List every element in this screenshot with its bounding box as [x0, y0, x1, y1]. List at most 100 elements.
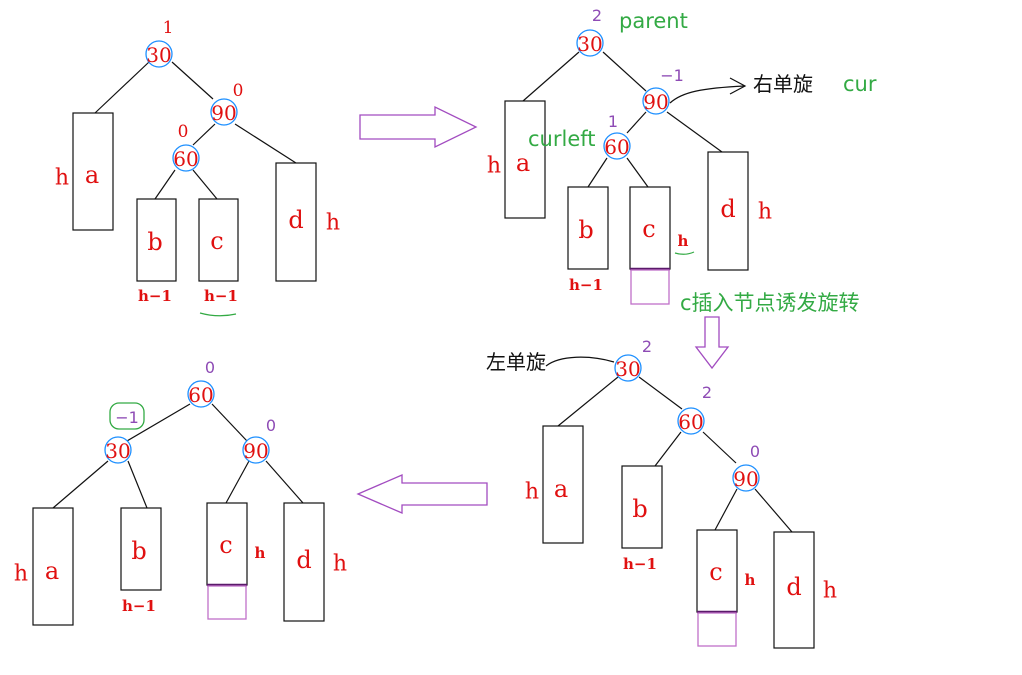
subtree-c-label: c [210, 227, 223, 255]
subtree-d-label: d [296, 546, 311, 574]
subtree-d-label: d [288, 206, 303, 234]
subtree-b-label: b [578, 216, 593, 244]
height-c: h [745, 571, 756, 589]
subtree-b-box [621, 465, 663, 549]
panel-4: 60 30 90 0 −1 0 a b c d h h−1 h h [14, 358, 347, 626]
svg-text:30: 30 [615, 357, 640, 381]
balance-60: 0 [205, 358, 215, 377]
subtree-c-label: c [219, 531, 232, 559]
subtree-b-box [120, 507, 162, 591]
node-60: 60 [187, 380, 215, 408]
inserted-node-box [630, 269, 670, 305]
subtree-d-box [275, 162, 317, 282]
balance-60: 0 [178, 122, 189, 142]
parent-label: parent [619, 9, 688, 33]
node-60: 60 [677, 407, 705, 435]
height-b: h−1 [569, 276, 603, 294]
inserted-node-box [207, 585, 247, 620]
svg-text:30: 30 [146, 43, 171, 67]
subtree-c-label: c [709, 558, 722, 586]
underline-mark [674, 251, 695, 255]
height-c: h−1 [204, 287, 238, 305]
balance-30: 2 [592, 6, 602, 25]
arrow-right [359, 105, 478, 149]
subtree-d-box [773, 531, 815, 649]
subtree-a-label: a [516, 149, 530, 177]
panel-1: 30 90 60 1 0 0 a b c d h h h−1 h−1 [55, 18, 340, 317]
subtree-c-label: c [642, 215, 655, 243]
svg-text:90: 90 [243, 439, 268, 463]
node-30: 30 [145, 40, 173, 68]
balance-90: −1 [660, 66, 684, 85]
node-30: 30 [614, 354, 642, 382]
arrow-down [694, 316, 730, 370]
svg-text:60: 60 [173, 147, 198, 171]
balance-90: 0 [233, 81, 244, 101]
underline-mark [199, 312, 237, 317]
subtree-a-box [504, 100, 546, 219]
subtree-d-box [283, 502, 325, 622]
inserted-node-box [697, 612, 737, 647]
subtree-d-label: d [720, 195, 735, 223]
subtree-b-label: b [147, 228, 162, 256]
node-30: 30 [576, 29, 604, 57]
height-a: h [525, 480, 539, 505]
node-90: 90 [210, 98, 238, 126]
subtree-b-label: b [131, 537, 146, 565]
node-90: 90 [242, 436, 270, 464]
panel-2: 30 90 60 2 −1 1 parent curleft cur 右单旋 a… [487, 6, 877, 305]
balance-30: 1 [163, 18, 174, 38]
curved-pointer [545, 356, 615, 367]
subtree-d-label: d [786, 573, 801, 601]
balance-60: 2 [702, 383, 712, 402]
subtree-a-box [32, 507, 74, 626]
highlight-ring [109, 402, 145, 430]
curved-arrow-head [729, 77, 747, 95]
height-a: h [487, 154, 501, 179]
rotate-right-label: 右单旋 [753, 72, 813, 96]
cur-label: cur [843, 72, 877, 96]
subtree-b-box [567, 186, 609, 270]
caption-insert-triggers-rotation: c插入节点诱发旋转 [680, 291, 860, 315]
balance-90: 0 [750, 442, 760, 461]
subtree-b-box [136, 198, 177, 282]
height-d: h [326, 211, 340, 236]
node-30: 30 [104, 436, 132, 464]
height-c: h [255, 544, 266, 562]
node-60: 60 [603, 132, 631, 160]
subtree-d-box [707, 151, 749, 271]
rotate-left-label: 左单旋 [486, 350, 546, 374]
subtree-c-box [198, 198, 239, 282]
svg-text:30: 30 [577, 32, 602, 56]
node-60: 60 [172, 144, 200, 172]
subtree-a-box [72, 112, 114, 231]
subtree-a-label: a [45, 557, 59, 585]
svg-text:60: 60 [188, 383, 213, 407]
height-b: h−1 [623, 555, 657, 573]
balance-30: −1 [115, 408, 139, 427]
node-90: 90 [732, 464, 760, 492]
node-90: 90 [642, 87, 670, 115]
svg-text:90: 90 [211, 101, 236, 125]
panel-3: 30 60 90 2 2 0 左单旋 a b c d h h−1 h h [486, 337, 837, 649]
svg-text:30: 30 [105, 439, 130, 463]
balance-90: 0 [266, 416, 276, 435]
svg-text:90: 90 [643, 90, 668, 114]
svg-text:60: 60 [604, 135, 629, 159]
height-d: h [758, 200, 772, 225]
height-c: h [678, 232, 689, 250]
svg-text:60: 60 [678, 410, 703, 434]
balance-30: 2 [642, 337, 652, 356]
subtree-a-box [542, 425, 584, 544]
subtree-b-label: b [632, 495, 647, 523]
curved-arrow-line [669, 85, 746, 104]
curleft-label: curleft [528, 127, 596, 151]
height-b: h−1 [122, 597, 156, 615]
height-d: h [333, 552, 347, 577]
height-a: h [14, 562, 28, 587]
height-a: h [55, 166, 69, 191]
balance-60: 1 [608, 112, 618, 131]
arrow-left [356, 474, 488, 514]
subtree-a-label: a [85, 161, 99, 189]
